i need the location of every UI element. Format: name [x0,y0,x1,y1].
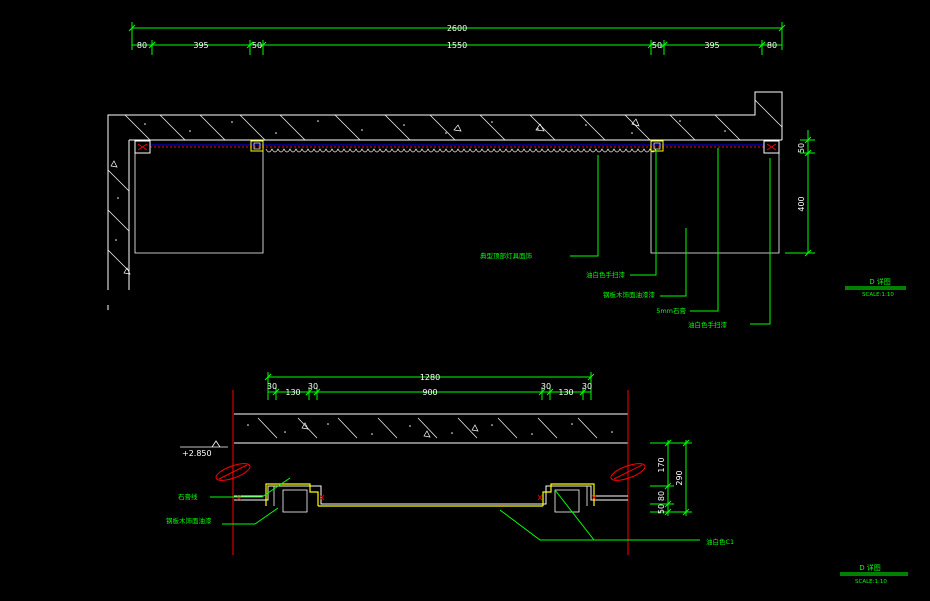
bottom-vdim-290: 290 [675,470,684,485]
bottom-elevation: +2.850 [182,449,212,458]
bottom-slab [234,413,628,444]
top-note-3: 钢板木饰面油漆漆 [603,290,656,299]
bottom-dim-1: 30 [267,382,277,391]
bottom-walls [232,390,629,555]
bottom-title: D 详图 [859,563,881,572]
bottom-note-1: 石膏线 [178,492,198,501]
top-openings [134,151,780,254]
bottom-yellow-trims [265,483,595,507]
bottom-overall-dim-label: 1280 [420,373,440,382]
top-vdim-400: 400 [797,196,806,211]
top-overall-dim-label: 2600 [447,24,467,33]
top-ceiling-strip [150,144,764,148]
top-segment-dimensions [132,40,782,55]
bottom-red-marks [236,494,597,501]
bottom-dim-4: 900 [422,388,437,397]
top-slab [107,91,783,310]
bottom-vertical-dimensions [650,439,692,516]
bottom-note-2: 钢板木饰面油漆 [166,516,212,525]
top-scale: SCALE:1:10 [862,292,894,298]
top-vertical-dimensions [785,130,815,257]
top-note-5: 油白色手扫漆 [688,320,728,329]
bottom-note-3: 油白色C1 [706,537,734,546]
top-note-2: 油白色手扫漆 [586,270,626,279]
bottom-scale: SCALE:1:10 [855,579,887,585]
bottom-dim-6: 130 [558,388,573,397]
top-slab-triangles [110,118,640,275]
bottom-leaders [210,477,700,541]
top-dim-2: 395 [193,41,208,50]
bottom-dim-2: 130 [285,388,300,397]
bottom-dim-5: 30 [541,382,551,391]
top-leaders [570,148,771,325]
top-soft-membrane [265,148,657,153]
bottom-slab-hatch [257,417,598,439]
top-trim-boxes [134,140,780,154]
bottom-segment-dimensions [268,387,591,400]
top-slab-hatch [107,99,783,272]
bottom-dim-7: 30 [582,382,592,391]
bottom-ceiling-profile [234,485,628,505]
top-vdim-50: 50 [797,143,806,153]
bottom-slab-triangles [301,422,479,438]
bottom-slab-aggregate [247,423,613,435]
top-dim-3: 50 [252,41,262,50]
top-dim-5: 50 [652,41,662,50]
bottom-overall-dimension [264,372,595,400]
bottom-elevation-marker [180,440,228,448]
top-title-underline [845,286,906,290]
top-dim-6: 395 [704,41,719,50]
top-dim-1: 80 [137,41,147,50]
bottom-detail: 1280 30 130 30 900 30 130 30 [166,372,908,585]
bottom-dim-3: 30 [308,382,318,391]
top-title: D 详图 [869,277,891,286]
bottom-vdim-80: 80 [657,491,666,501]
top-note-1: 典型顶部灯具面饰 [480,251,533,260]
bottom-vdim-50: 50 [657,504,666,514]
top-dim-7: 80 [767,41,777,50]
bottom-break-symbols [215,463,646,481]
top-note-4: 5mm石膏 [656,306,686,315]
bottom-title-underline [840,572,908,576]
top-dim-4: 1550 [447,41,467,50]
top-detail: 2600 80 395 50 1550 50 395 80 [107,22,906,329]
bottom-vdim-170: 170 [657,457,666,472]
top-slab-aggregate [115,120,726,241]
